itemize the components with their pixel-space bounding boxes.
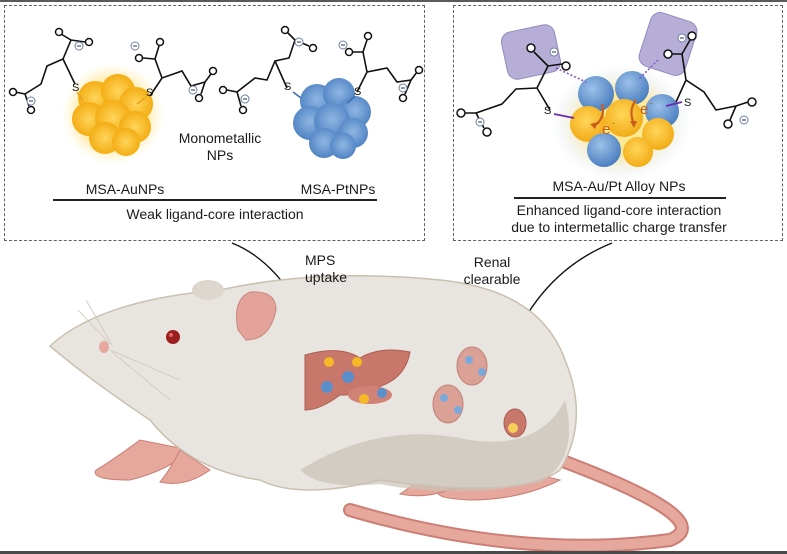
alloy-panel: S S e - e - MSA-Au/Pt Alloy NPs Enhanced… [453,5,783,241]
interaction-lines [555,59,659,83]
mouse-whiskers [77,299,181,401]
oxygen-atoms [8,25,424,115]
mps-label-line1: MPS [305,252,336,268]
svg-text:S: S [684,97,691,109]
alloy-ligands [464,39,749,129]
svg-text:e: e [640,101,648,118]
alloy-nanoparticle [551,65,691,181]
kidney-lower [432,384,464,424]
gold-np-marker [324,357,334,367]
mouse-tail [343,453,689,553]
s-metal-bonds [553,101,683,119]
renal-label-line2: clearable [463,271,521,287]
alloy-divider-line [514,197,726,199]
monometallic-label-line2: NPs [206,147,234,163]
svg-text:S: S [354,86,361,98]
svg-text:S: S [544,105,551,117]
svg-text:e: e [602,121,610,138]
caption-line1: Enhanced ligand-core interaction [516,202,722,218]
monometallic-panel: S S S S Monometallic NPs MSA-AuNPs MSA-P… [4,5,425,241]
mouse-nose [99,341,109,353]
svg-text:-: - [650,98,653,108]
mouse-ear-back [192,280,224,300]
weak-interaction-caption: Weak ligand-core interaction [126,206,304,222]
pt-np-label: MSA-PtNPs [300,181,376,197]
svg-text:S: S [284,81,291,93]
gold-np-marker [352,357,362,367]
au-np-label: MSA-AuNPs [85,181,165,197]
caption-line2: due to intermetallic charge transfer [511,219,727,235]
gold-np-marker [359,394,369,404]
renal-clearable-label: Renal clearable [452,254,532,288]
arrowheads [328,394,499,411]
minus-signs [29,41,405,102]
monometallic-label-line1: Monometallic [178,130,262,146]
gold-nanoparticle [61,62,165,166]
alloy-sulfur-atoms: S S [544,97,691,117]
renal-label-line1: Renal [473,254,511,270]
spleen-organ [348,386,392,404]
monometallic-label: Monometallic NPs [165,130,275,164]
sulfur-atoms: S S S S [72,81,361,99]
pt-np-marker [342,371,354,383]
monometallic-illustration: S S S S [8,25,424,166]
pt-np-marker [377,388,387,398]
electron-labels: e - e - [602,98,653,138]
image-bottom-border [0,551,787,554]
mouse-body [48,275,578,491]
mps-label-line2: uptake [305,269,348,285]
kidney-upper [456,346,488,386]
alloy-illustration: S S e - e - [456,12,757,181]
alloy-title: MSA-Au/Pt Alloy NPs [552,178,686,194]
alloy-oxygen-atoms [456,31,757,137]
svg-text:S: S [72,82,79,94]
pt-np-marker [321,381,333,393]
alloy-minus-signs [478,37,746,123]
kidney-organs [432,346,527,438]
mouse-legs [94,439,562,501]
divider-line [53,199,377,201]
liver-organ [304,349,411,411]
electron-arrowheads [590,121,637,129]
mouse-eye [166,330,180,344]
svg-text:-: - [612,118,615,128]
mps-uptake-label: MPS uptake [305,252,365,286]
enhanced-interaction-caption: Enhanced ligand-core interaction due to … [464,202,774,236]
bladder-organ [503,408,527,438]
mouse-belly-shade [300,400,570,492]
mouse-ear [236,291,277,341]
pointer-arrows [231,242,613,403]
image-top-border [0,0,787,2]
ligand-highlight-right [638,12,698,76]
svg-text:S: S [146,87,153,99]
